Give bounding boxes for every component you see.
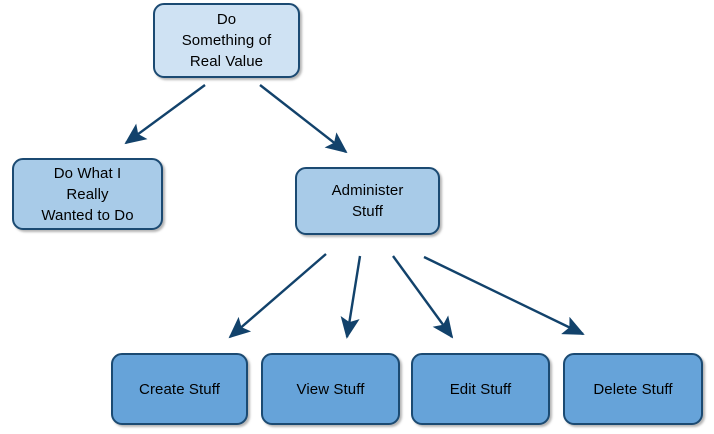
edge-root-to-do-what-i-really-wanted [124,84,206,145]
edge-administer-to-create-stuff [228,253,327,339]
node-view-stuff[interactable]: View Stuff [261,353,400,425]
node-create-stuff[interactable]: Create Stuff [111,353,248,425]
node-label: View Stuff [296,380,365,398]
node-label: Do Something of Real Value [181,11,272,70]
node-label: Create Stuff [139,380,220,398]
node-root[interactable]: Do Something of Real Value [153,3,300,78]
node-administer-stuff[interactable]: Administer Stuff [295,167,440,235]
node-label: Edit Stuff [449,380,512,398]
edge-administer-to-edit-stuff [392,255,454,339]
edge-root-to-administer-stuff [259,84,348,154]
node-do-what-i-really-wanted[interactable]: Do What I Really Wanted to Do [12,158,163,230]
node-label: Administer Stuff [331,182,404,220]
node-edit-stuff[interactable]: Edit Stuff [411,353,550,425]
edge-administer-to-delete-stuff [423,255,585,336]
node-delete-stuff[interactable]: Delete Stuff [563,353,703,425]
edge-administer-to-view-stuff [340,255,362,339]
node-label: Delete Stuff [593,380,673,398]
node-label: Do What I Really Wanted to Do [41,164,134,224]
